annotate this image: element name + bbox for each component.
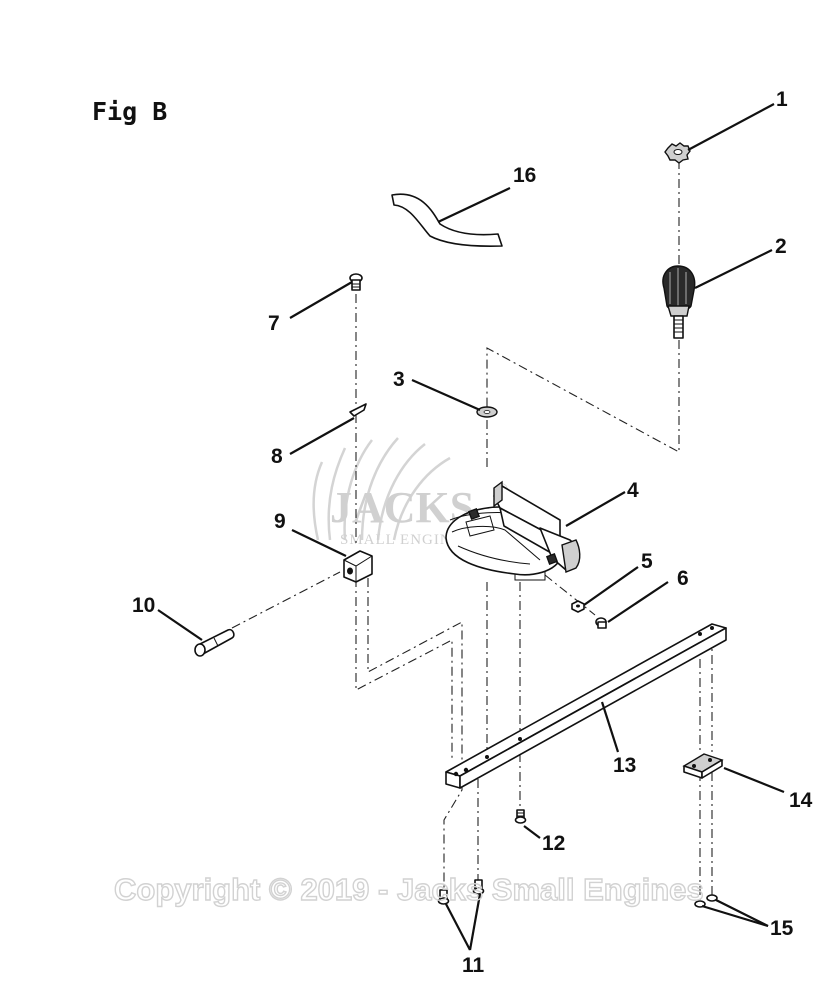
part-14-plate <box>682 753 724 779</box>
callout-labels: 1 2 3 4 5 6 7 8 9 10 11 12 13 14 15 16 <box>132 88 813 977</box>
callout-9: 9 <box>274 510 286 533</box>
callout-5: 5 <box>641 550 653 573</box>
callout-8: 8 <box>271 445 283 468</box>
part-7-screw <box>349 273 363 291</box>
callout-13: 13 <box>613 754 636 777</box>
callout-7: 7 <box>268 312 280 335</box>
callout-12: 12 <box>542 832 565 855</box>
part-6-screw <box>595 617 607 629</box>
leader-lines <box>157 103 785 951</box>
callout-15: 15 <box>770 917 794 940</box>
callout-14: 14 <box>789 789 813 812</box>
part-11-screws <box>437 879 485 905</box>
assembly-lines <box>231 160 713 900</box>
callout-10: 10 <box>132 594 155 617</box>
part-4-miter-head <box>445 480 581 581</box>
callout-6: 6 <box>677 567 689 590</box>
part-12-screw <box>514 809 527 824</box>
part-1-star-washer <box>664 142 691 164</box>
part-5-nut <box>571 600 585 613</box>
part-2-lock-knob <box>662 265 696 339</box>
figure-title: Fig B <box>92 97 167 126</box>
callout-16: 16 <box>513 164 536 187</box>
callout-2: 2 <box>775 235 787 258</box>
part-3-washer <box>476 406 498 418</box>
callout-11: 11 <box>462 954 485 977</box>
part-8-indicator <box>349 403 367 417</box>
callout-4: 4 <box>627 479 639 502</box>
callout-3: 3 <box>393 368 405 391</box>
part-16-curved-strip <box>391 193 503 247</box>
part-10-pin <box>194 628 235 657</box>
part-13-miter-bar <box>445 623 727 789</box>
jacks-watermark-logo: JACKS ® SMALL ENGINES <box>312 437 508 548</box>
callout-1: 1 <box>776 88 788 111</box>
watermark-logo-subtext: SMALL ENGINES <box>340 532 471 548</box>
part-9-block <box>343 550 373 583</box>
watermark-logo-text: JACKS <box>330 483 474 532</box>
copyright-watermark: Copyright © 2019 - Jacks Small Engines <box>114 872 704 907</box>
